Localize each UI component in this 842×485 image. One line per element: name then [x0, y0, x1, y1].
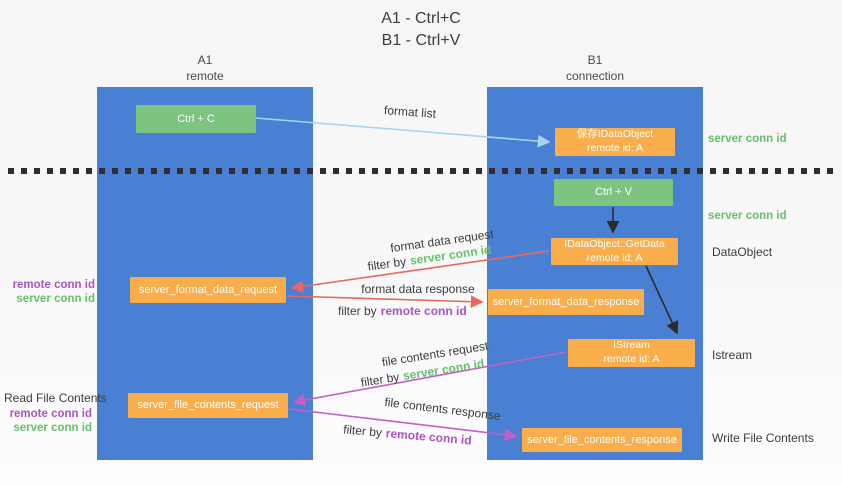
- annotation-remote-conn-id-left-top: remote conn id: [12, 279, 95, 291]
- node-server-file-contents-response-label: server_file_contents_response: [527, 433, 677, 446]
- annotation-istream: Istream: [712, 348, 753, 362]
- node-getdata-line2: remote id: A: [586, 251, 643, 264]
- lane-header-b1: B1 connection: [487, 53, 703, 84]
- node-idataobject-getdata: IDataObject::GetData remote id: A: [551, 238, 678, 265]
- node-istream-line2: remote id: A: [603, 353, 660, 365]
- annotation-remote-conn-id-left-bottom: remote conn id: [9, 408, 92, 420]
- filter-by-text: filter by: [359, 369, 401, 390]
- title-line-1: A1 - Ctrl+C: [381, 10, 461, 27]
- node-server-format-data-response-label: server_format_data_response: [492, 295, 640, 308]
- annotation-write-file-contents: Write File Contents: [712, 431, 814, 445]
- edge-label-format-list: format list: [383, 103, 437, 121]
- node-server-file-contents-request: server_file_contents_request: [128, 393, 288, 418]
- annotation-dataobject: DataObject: [712, 245, 773, 259]
- node-ctrl-c: Ctrl + C: [136, 105, 256, 133]
- remote-conn-id-text: remote conn id: [380, 304, 467, 318]
- lane-a1-name: A1: [197, 53, 213, 67]
- node-server-format-data-request: server_format_data_request: [130, 277, 286, 303]
- node-ctrl-v: Ctrl + V: [554, 179, 673, 206]
- node-save-idataobject-line1: 保存IDataObject: [576, 128, 654, 141]
- lane-a1-role: remote: [186, 68, 224, 83]
- node-server-format-data-request-label: server_format_data_request: [138, 283, 278, 296]
- edge-label-format-data-response: format data response: [361, 282, 475, 296]
- node-save-idataobject-line2: remote id: A: [586, 142, 644, 154]
- node-server-file-contents-response: server_file_contents_response: [522, 428, 682, 452]
- node-istream-line1: IStream: [613, 339, 650, 352]
- node-ctrl-c-label: Ctrl + C: [177, 112, 215, 125]
- node-server-file-contents-request-label: server_file_contents_request: [137, 399, 279, 412]
- annotation-server-conn-id-mid: server conn id: [708, 210, 787, 222]
- node-getdata-line1: IDataObject::GetData: [564, 237, 665, 250]
- node-server-format-data-response: server_format_data_response: [488, 289, 644, 315]
- separator-dotted-line: [8, 168, 836, 174]
- arrow-format-request-to-response: [286, 295, 484, 309]
- filter-by-text: filter by: [342, 422, 383, 440]
- node-save-idataobject: 保存IDataObject remote id: A: [555, 128, 675, 156]
- annotation-read-file-contents: Read File Contents: [4, 391, 107, 405]
- remote-conn-id-text: remote conn id: [385, 426, 473, 448]
- diagram-title: A1 - Ctrl+C B1 - Ctrl+V: [281, 8, 561, 51]
- annotation-server-conn-id-left-bottom: server conn id: [13, 422, 92, 434]
- node-istream: IStream remote id: A: [568, 339, 695, 367]
- annotation-server-conn-id-left-top: server conn id: [16, 293, 95, 305]
- lane-header-a1: A1 remote: [97, 53, 313, 84]
- lane-b1-role: connection: [565, 68, 625, 83]
- annotation-server-conn-id-top: server conn id: [708, 133, 787, 145]
- lane-b1-name: B1: [587, 53, 603, 67]
- filter-by-text: filter by: [338, 304, 377, 318]
- node-ctrl-v-label: Ctrl + V: [595, 186, 632, 199]
- title-line-2: B1 - Ctrl+V: [381, 31, 461, 49]
